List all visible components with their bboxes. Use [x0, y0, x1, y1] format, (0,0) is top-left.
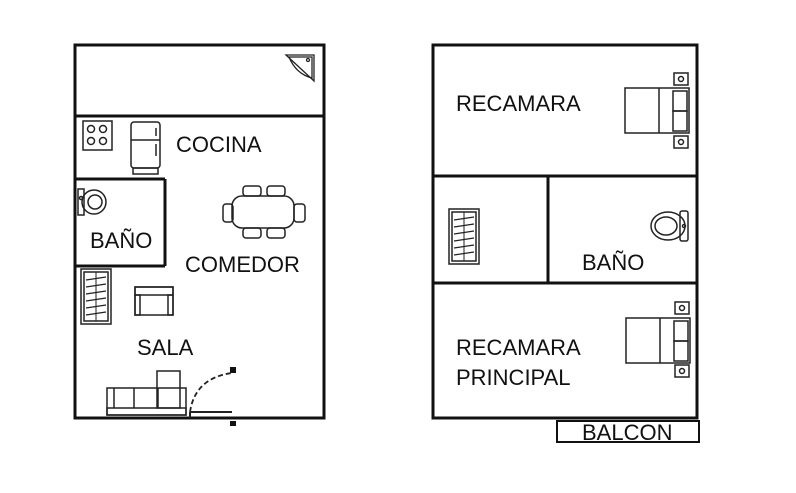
bed-icon	[625, 301, 691, 378]
upper-floor-walls	[431, 43, 700, 443]
ground-floor-walls	[73, 43, 326, 420]
door-swing-icon	[189, 367, 236, 426]
dining-table-icon	[222, 185, 306, 239]
upper-bathroom-label: BAÑO	[582, 250, 645, 275]
dining-label: COMEDOR	[185, 252, 300, 277]
armchair-icon	[134, 286, 174, 316]
kitchen-label: COCINA	[176, 132, 262, 157]
corner-sink-icon	[284, 54, 315, 83]
toilet-icon	[77, 188, 107, 216]
balcony-label: BALCON	[582, 420, 673, 445]
master-bedroom-label-line2: PRINCIPAL	[456, 365, 571, 390]
ground-floor-outline	[73, 43, 326, 420]
closet-icon	[448, 208, 480, 265]
fridge-icon	[130, 121, 161, 175]
stove-icon	[82, 120, 113, 151]
bedroom-label: RECAMARA	[456, 91, 581, 116]
ground-bathroom-label: BAÑO	[90, 228, 153, 253]
master-bedroom-label-line1: RECAMARA	[456, 335, 581, 360]
bed-icon	[624, 72, 690, 149]
living-room-label: SALA	[137, 335, 194, 360]
toilet-icon	[650, 210, 689, 242]
closet-icon	[80, 268, 112, 325]
sofa-icon	[106, 370, 187, 416]
balcony-outline	[556, 420, 700, 443]
upper-floor-outline	[431, 43, 699, 420]
